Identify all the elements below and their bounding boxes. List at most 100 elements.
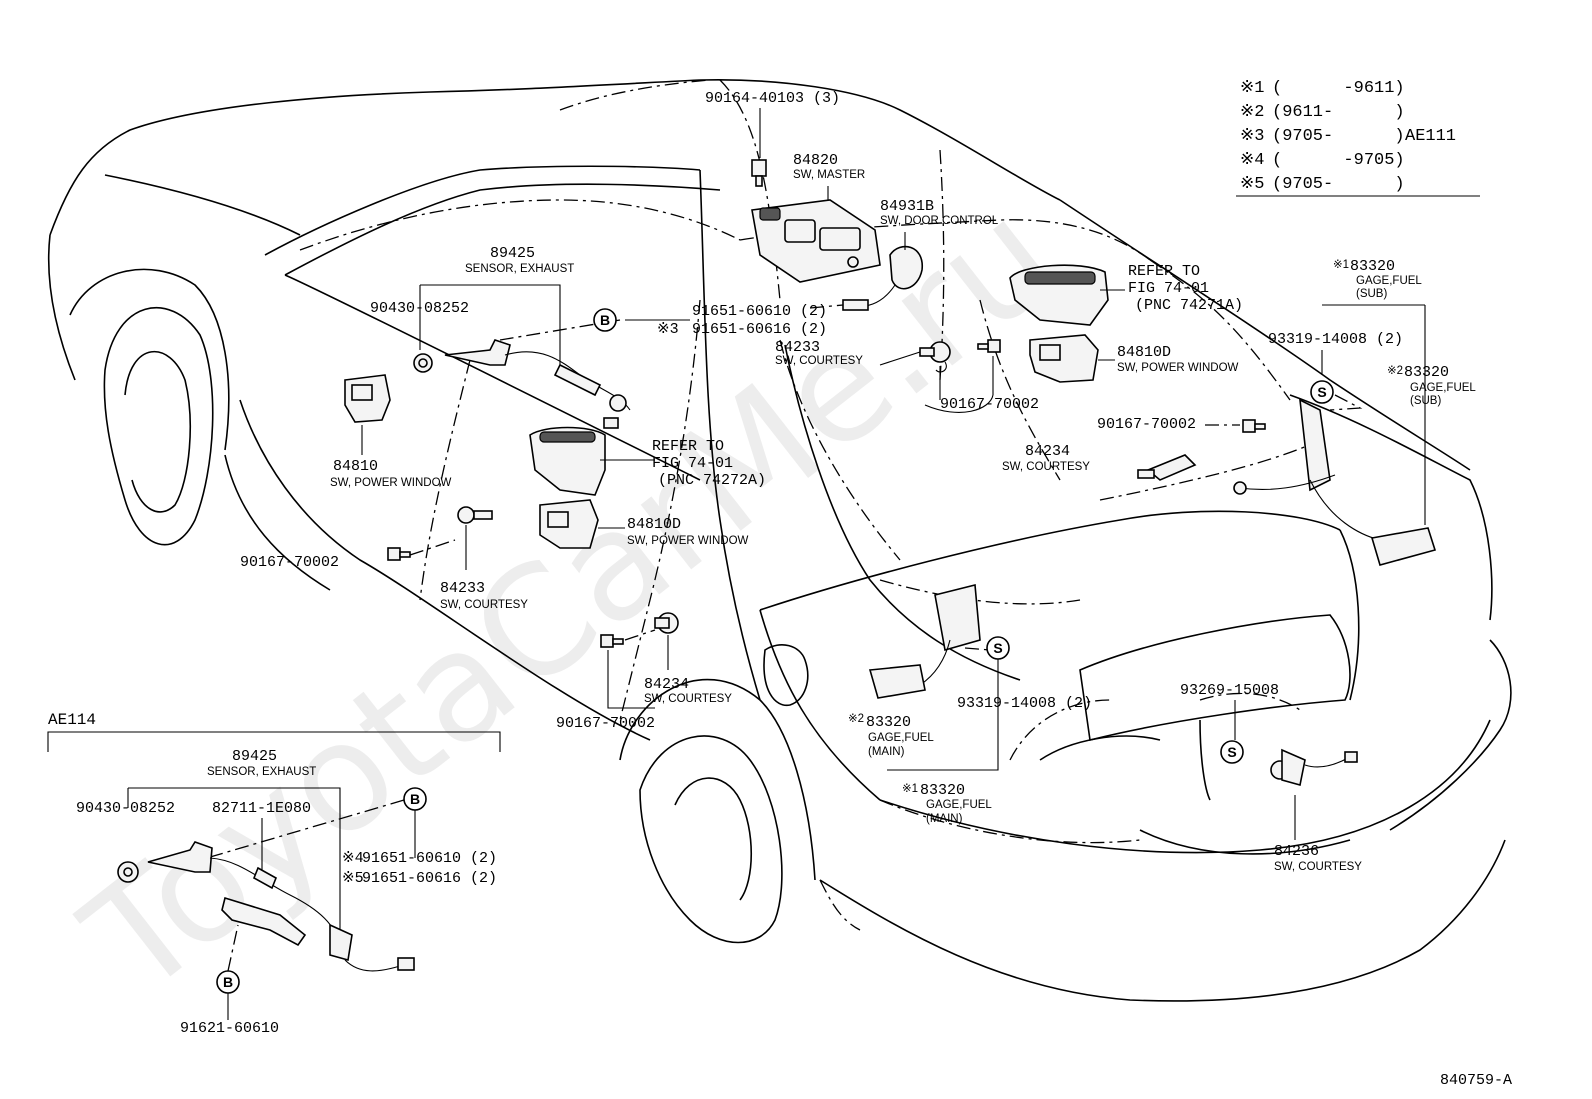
part-labels: 90164-40103 (3) 84820 SW, MASTER 84931B … — [240, 90, 1476, 873]
desc-84233-left: SW, COURTESY — [440, 599, 528, 611]
fuel-gage-main — [868, 583, 981, 699]
label-90164: 90164-40103 (3) — [705, 90, 840, 107]
courtesy-switch-84233-left — [457, 506, 493, 524]
label-93319-mid: 93319-14008 (2) — [957, 695, 1092, 712]
svg-text:B: B — [223, 974, 233, 990]
legend-row: ※3 (9705- ) AE111 — [1240, 127, 1456, 146]
marker-s-right: S — [1310, 380, 1334, 404]
label-83320-sub1-prefix: ※1 — [1333, 259, 1349, 271]
label-84810d-right: 84810D — [1117, 344, 1171, 361]
desc-84233-top: SW, COURTESY — [775, 355, 863, 367]
refer-switch-right — [1009, 264, 1109, 326]
figure-id: 840759-A — [1440, 1072, 1512, 1089]
label-84810: 84810 — [333, 458, 378, 475]
fuel-gage-sub — [1233, 398, 1437, 566]
svg-text:B: B — [600, 312, 610, 328]
svg-text:※2: ※2 — [1240, 103, 1264, 122]
legend-row: ※2 (9611- ) — [1240, 103, 1405, 122]
inset-title: AE114 — [48, 711, 96, 729]
power-window-switch-84810d-left — [539, 499, 599, 549]
desc-84810d-right: SW, POWER WINDOW — [1117, 362, 1239, 374]
desc-83320-main1-a: GAGE,FUEL — [926, 799, 992, 811]
label-90430: 90430-08252 — [370, 300, 469, 317]
label-84810d-left: 84810D — [627, 516, 681, 533]
bolt-90164 — [751, 159, 767, 187]
desc-83320-sub2-a: GAGE,FUEL — [1410, 382, 1476, 394]
svg-text:※4: ※4 — [1240, 151, 1264, 170]
svg-text:※1: ※1 — [1240, 79, 1264, 98]
courtesy-switch-84236 — [1270, 748, 1358, 787]
label-83320-main1-prefix: ※1 — [902, 783, 918, 795]
label-84234-right: 84234 — [1025, 443, 1070, 460]
power-window-switch-84810d-right — [1029, 334, 1099, 383]
svg-text:S: S — [993, 640, 1002, 656]
label-90167-bottom: 90167-70002 — [556, 715, 655, 732]
legend-row: ※4 ( -9705) — [1240, 151, 1405, 170]
inset-label-91621: 91621-60610 — [180, 1020, 279, 1037]
legend-row: ※1 ( -9611) — [1240, 79, 1405, 98]
svg-text:S: S — [1317, 384, 1326, 400]
inset-label-90430: 90430-08252 — [76, 800, 175, 817]
svg-text:B: B — [410, 791, 420, 807]
watermark: ToyotaCarMe.ru — [54, 169, 1087, 1029]
refer-right-line3: (PNC 74271A) — [1135, 297, 1243, 314]
label-83320-sub1: 83320 — [1350, 258, 1395, 275]
desc-84820: SW, MASTER — [793, 169, 865, 181]
label-89425: 89425 — [490, 245, 535, 262]
label-84236: 84236 — [1274, 843, 1319, 860]
legend-row: ※5 (9705- ) — [1240, 175, 1405, 194]
refer-right-line2: FIG 74-01 — [1128, 280, 1209, 297]
label-93269: 93269-15008 — [1180, 682, 1279, 699]
svg-text:(9705- ): (9705- ) — [1272, 127, 1405, 146]
marker-s-bottom: S — [1220, 740, 1244, 764]
refer-left-line3: (PNC 74272A) — [658, 472, 766, 489]
inset-gasket — [117, 861, 139, 883]
svg-text:(9705- ): (9705- ) — [1272, 175, 1405, 194]
inset-ae114: AE114 89425 SENSOR, EXHAUST 90430-08252 … — [47, 711, 501, 1037]
label-83320-main2-prefix: ※2 — [848, 713, 864, 725]
label-84233-left: 84233 — [440, 580, 485, 597]
inset-marker-b-bottom: B — [216, 970, 240, 994]
bolt-90167-right — [1242, 419, 1266, 433]
desc-84931b: SW, DOOR CONTROL — [880, 215, 999, 227]
desc-84234-right: SW, COURTESY — [1002, 461, 1090, 473]
marker-s-mid: S — [986, 636, 1010, 660]
desc-84810: SW, POWER WINDOW — [330, 477, 452, 489]
courtesy-switch-84234-left — [654, 612, 679, 634]
courtesy-switch-84233-top — [919, 341, 951, 373]
svg-text:※3: ※3 — [1240, 127, 1264, 146]
label-91651-b-prefix: ※3 — [657, 321, 679, 338]
refer-right-line1: REFER TO — [1128, 263, 1200, 280]
label-84820: 84820 — [793, 152, 838, 169]
label-90167-left: 90167-70002 — [240, 554, 339, 571]
car-outline — [47, 78, 1512, 1002]
desc-83320-main2-a: GAGE,FUEL — [868, 732, 934, 744]
label-84931b: 84931B — [880, 198, 934, 215]
svg-text:(9611- ): (9611- ) — [1272, 103, 1405, 122]
label-83320-main2: 83320 — [866, 714, 911, 731]
bolt-90167-bottom — [600, 634, 624, 648]
desc-84234-left: SW, COURTESY — [644, 693, 732, 705]
inset-label-82711: 82711-1E080 — [212, 800, 311, 817]
desc-83320-sub1-b: (SUB) — [1356, 288, 1387, 300]
refer-left-line1: REFER TO — [652, 438, 724, 455]
door-control-switch-84931b — [842, 245, 923, 311]
inset-marker-b-top: B — [403, 787, 427, 811]
inset-label-91651a: 91651-60610 (2) — [362, 850, 497, 867]
label-83320-main1: 83320 — [920, 782, 965, 799]
desc-89425: SENSOR, EXHAUST — [465, 263, 574, 275]
inset-exhaust-sensor — [147, 841, 415, 972]
marker-b-main: B — [593, 308, 617, 332]
label-83320-sub2: 83320 — [1404, 364, 1449, 381]
inset-label-91651b-prefix: ※5 — [342, 870, 364, 887]
label-91651-a: 91651-60610 (2) — [692, 303, 827, 320]
master-switch-84820 — [751, 199, 881, 283]
desc-83320-sub1-a: GAGE,FUEL — [1356, 275, 1422, 287]
label-90167-right: 90167-70002 — [1097, 416, 1196, 433]
refer-switch-left — [529, 426, 606, 496]
bolt-90167-left — [387, 547, 411, 561]
inset-label-91651a-prefix: ※4 — [342, 850, 364, 867]
svg-text:AE111: AE111 — [1405, 127, 1456, 146]
inset-desc-89425: SENSOR, EXHAUST — [207, 766, 316, 778]
